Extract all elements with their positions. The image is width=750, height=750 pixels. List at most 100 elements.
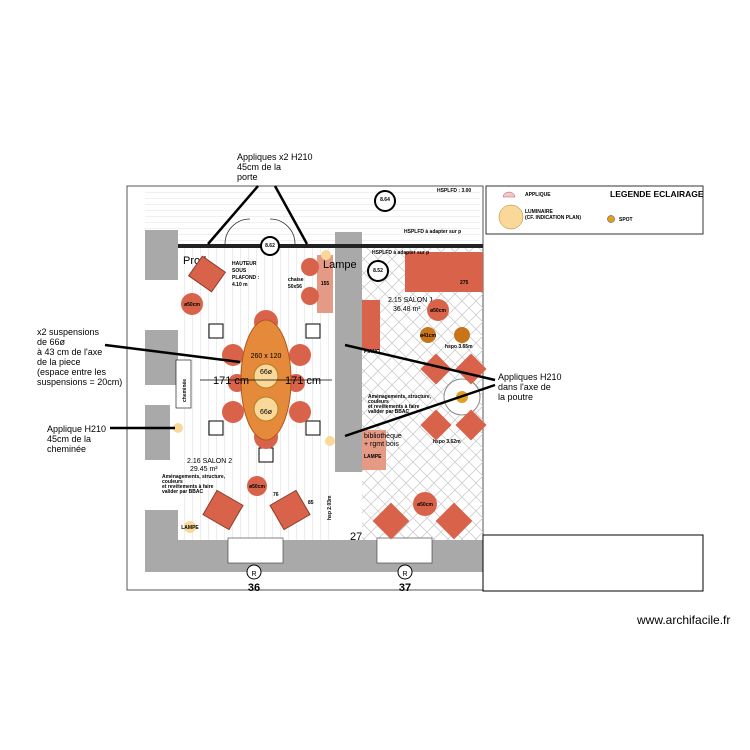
plan-shape [222,401,244,423]
plan-label: 155 [321,281,330,287]
grid-marker-36: R 36 [246,564,262,594]
plan-shape [420,409,452,441]
plan-label: Appliques H210 [498,372,562,382]
plan-label: (CF. INDICATION PLAN) [525,215,581,221]
plan-label: 76 [273,492,279,498]
plan-label: 4.10 m [232,282,248,288]
plan-label: hspo 3.62m [433,439,461,445]
plan-label: ø50cm [184,302,200,308]
plan-label: hsp 2.03m [327,495,333,520]
plan-label: Aménagements, structure, [162,474,226,480]
plan-label: Applique H210 [47,424,106,434]
plan-label: 27 [350,531,362,543]
plan-shape [145,405,170,460]
plan-label: R [402,571,407,578]
plan-label: 66ø [260,369,273,376]
plan-shape [485,185,704,235]
salon2-area: 29.45 m² [190,466,218,473]
plan-label: de la piece [37,357,81,367]
cheminee-label: cheminée [182,379,188,402]
plan-label: ø50cm [417,502,433,508]
plan-shape [260,236,280,256]
column [208,323,224,339]
sofa [405,252,483,292]
lamp-icon [184,521,196,533]
plan-label: et revêtements à faire [368,404,420,410]
pendant-light-1 [253,363,279,389]
plan-label: couleurs [368,399,389,405]
title-block [482,534,704,592]
plan-label: et revêtements à faire [162,484,214,490]
window-36 [227,537,284,564]
plan-shape [145,570,483,572]
plan-label: 85 [308,500,314,506]
side-table [247,476,267,496]
plan-label: 8.52 [373,268,383,274]
plan-label: suspensions = 20cm) [37,377,122,387]
plan-label: 45cm de la [237,162,281,172]
salon1-area: 36.48 m² [393,306,421,313]
dim-right: 171 cm [285,375,321,387]
window-37 [376,537,433,564]
plan-label: 8.64 [380,197,390,203]
annotation-appliques-right: Appliques H210 dans l'axe de la poutre [498,372,562,402]
plan-shape [145,230,178,280]
annotation-suspensions: x2 suspensions de 66ø à 43 cm de l'axe d… [37,327,122,387]
piano [362,300,380,350]
plan-shape [273,185,309,245]
plan-label: LAMPE [364,454,382,460]
plan-label: 275 [460,280,469,286]
plan-label: valider par BBAC [368,409,410,415]
plan-shape [208,420,224,436]
plan-shape [289,344,311,366]
plan-label: LAMPE [181,525,199,531]
bench [317,255,333,313]
plan-shape [435,502,473,540]
plan-shape [145,330,178,385]
plan-label: 45cm de la [47,434,91,444]
plan-label: SPOT [619,217,633,223]
plan-shape [305,323,321,339]
plan-label: à 43 cm de l'axe [37,347,102,357]
plan-label: dans l'axe de [498,382,551,392]
plan-label: porte [237,172,258,182]
plan-label: couleurs [162,479,183,485]
applique-icon [502,191,516,198]
stool [420,327,436,343]
plan-label: 37 [399,582,411,594]
plan-label: x2 suspensions [37,327,100,337]
plan-shape [222,344,244,366]
wall-light [325,436,335,446]
plan-shape [374,190,396,212]
plan-shape [104,343,241,364]
plan-label: 8.62 [265,243,275,249]
plan-label: Appliques x2 H210 [237,152,313,162]
plan-shape [367,260,389,282]
dim-left: 171 cm [213,375,249,387]
plan-label: SOUS [232,268,247,274]
plan-label: cheminée [47,444,86,454]
plan-label: 36 [248,582,260,594]
bookcase [362,430,386,470]
plan-label: (espace entre les [37,367,107,377]
pendant-light-2 [253,396,279,422]
legend-title: LEGENDE ECLAIRAGE [610,189,704,199]
armchair [269,489,311,531]
plan-shape [413,492,437,516]
plan-shape [455,409,487,441]
plan-label: bibliothèque [364,433,402,440]
luminaire-icon [498,204,524,230]
armchair [187,255,227,293]
hsplfd-adapt-label: HSPLFD à adapter sur p [404,229,461,235]
fireplace [175,359,192,409]
salon1-name: 2.15 SALON 1 [388,297,433,304]
plan-shape [420,353,452,385]
badge-top: 8.64 [374,190,396,212]
lampe-label: Lampe [323,259,357,271]
plan-shape [305,420,321,436]
plan-label: HSPLFD à adapter sur p [372,250,429,256]
annotation-applique-left: Applique H210 45cm de la cheminée [47,424,106,454]
grid-marker-37: R 37 [397,564,413,594]
plan-label: de 66ø [37,337,66,347]
